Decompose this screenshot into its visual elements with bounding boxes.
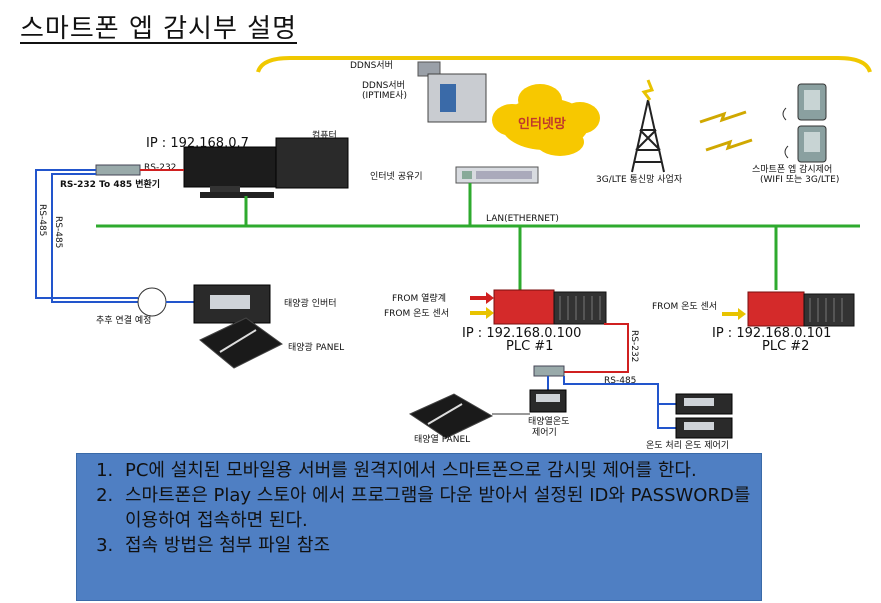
converter-icon [95, 164, 141, 176]
temp-arrow [470, 307, 494, 319]
temp-arrow-2 [722, 308, 746, 320]
pc-ip-label: IP : 192.168.0.7 [146, 136, 249, 151]
plc1-ip-label: IP : 192.168.0.100 [462, 326, 581, 341]
thermal-panel-shine [427, 403, 463, 425]
solar-thermal-panel-icon [408, 393, 494, 439]
rs485-cable-2 [563, 376, 676, 429]
page-title: 스마트폰 엡 감시부 설명 [20, 14, 297, 44]
rs485-bus-left-2 [51, 173, 138, 303]
description-list: PC에 설치된 모바일용 서버를 원격지에서 스마트폰으로 감시및 제어를 한다… [89, 458, 751, 558]
ddns-sub-label: (IPTIME사) [362, 90, 407, 101]
from-flow-label: FROM 열량계 [392, 292, 446, 304]
solar-panel2-label: 태양열 PANEL [414, 434, 470, 445]
computer-icon [183, 137, 349, 198]
from-temp2-label: FROM 온도 센서 [652, 301, 717, 312]
rs485-label-b: RS-485 [53, 216, 63, 248]
cell-tower-icon [631, 79, 665, 173]
temp-ctrl-label-1: 태양열온도 [528, 416, 569, 427]
plc1-icon [493, 289, 607, 325]
inverter-label: 태양광 인버터 [284, 297, 337, 309]
description-item-1: PC에 설치된 모바일용 서버를 원격지에서 스마트폰으로 감시및 제어를 한다… [119, 458, 751, 483]
inverter-icon [193, 284, 271, 324]
future-connection-icon [137, 287, 167, 317]
plc2-icon [747, 291, 855, 327]
lan-label: LAN(ETHERNET) [486, 214, 559, 224]
rs232-cable-plc [562, 323, 629, 373]
wireless-signal-icon-2 [705, 138, 753, 152]
plc2-label: PLC #2 [762, 339, 809, 354]
temp-controller-icon [529, 389, 567, 413]
smartphone-icon [782, 83, 827, 163]
temp-ctrl-label-2: 제어기 [532, 427, 557, 438]
solar-panel-icon [199, 317, 283, 369]
plc1-label: PLC #1 [506, 339, 553, 354]
heater-ctrl-label: 온도 처리 온도 제어기 [646, 439, 729, 451]
ddns-top-label: DDNS서버 [350, 60, 393, 71]
phone-sub-label: (WIFI 또는 3G/LTE) [760, 174, 839, 185]
ddns-main-label: DDNS서버 [362, 80, 405, 91]
description-box: PC에 설치된 모바일용 서버를 원격지에서 스마트폰으로 감시및 제어를 한다… [76, 453, 762, 601]
description-item-3: 접속 방법은 첨부 파일 참조 [119, 533, 751, 558]
phone-app-label: 스마트폰 엡 감시제어 [752, 163, 832, 175]
yellow-arc [256, 56, 872, 73]
future-label: 추후 연결 예정 [96, 315, 151, 326]
converter2-icon [533, 365, 565, 377]
tower-label: 3G/LTE 통신망 사업자 [596, 174, 683, 185]
rs485-label-c: RS-485 [604, 376, 636, 386]
wireless-signal-icon [699, 110, 747, 124]
computer-label: 컴퓨터 [312, 129, 337, 141]
rs485-bus-left [35, 169, 138, 299]
plc2-ip-label: IP : 192.168.0.101 [712, 326, 831, 341]
router-label: 인터넷 공유기 [370, 171, 423, 182]
panel-label: 태양광 PANEL [288, 341, 344, 353]
converter-label: RS-232 To 485 변환기 [60, 178, 160, 190]
rs232-vertical-label: RS-232 [629, 330, 639, 362]
heater-controller-icon [675, 393, 733, 439]
from-temp-label: FROM 온도 센서 [384, 308, 449, 319]
panel-shine [219, 329, 257, 353]
internet-label: 인터넷망 [518, 116, 566, 132]
router-icon [455, 166, 539, 184]
ddns-server-icon [417, 61, 487, 123]
internet-cloud-icon [492, 84, 600, 156]
rs485-label-a: RS-485 [37, 204, 47, 236]
flow-arrow [470, 292, 494, 304]
description-item-2: 스마트폰은 Play 스토아 에서 프로그램을 다운 받아서 설정된 ID와 P… [119, 483, 751, 533]
rs232-label: RS-232 [144, 163, 176, 173]
